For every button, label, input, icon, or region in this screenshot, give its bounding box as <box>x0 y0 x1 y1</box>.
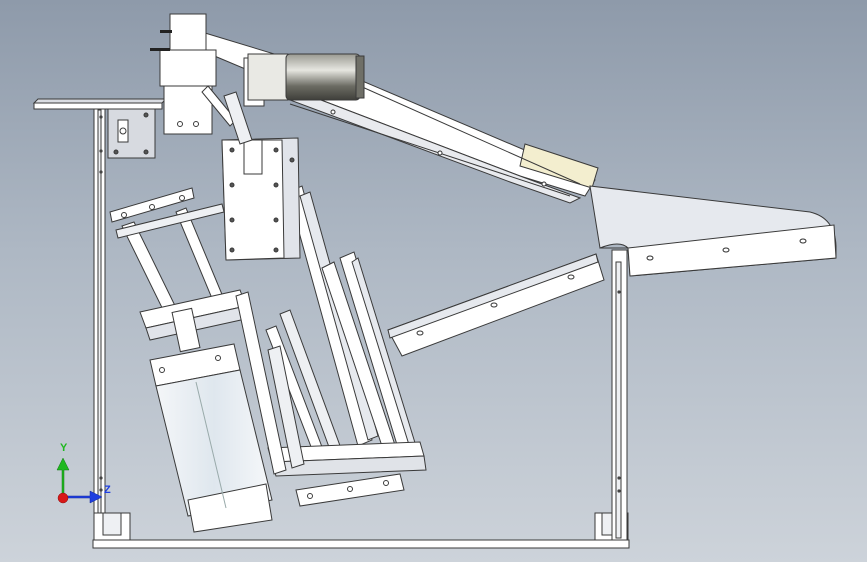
origin-dot <box>57 492 69 504</box>
y-axis-arrow <box>56 457 70 499</box>
z-axis-label: Z <box>104 484 111 496</box>
left-foot-slot <box>102 512 122 536</box>
axis-triad <box>56 457 103 504</box>
right-tray <box>589 185 837 277</box>
left-column-inner <box>97 109 102 541</box>
machine-frame <box>32 98 630 549</box>
y-axis-label: Y <box>60 442 68 454</box>
guide-rods <box>109 187 227 325</box>
upper-chute-holes <box>330 109 547 187</box>
right-tray-holes <box>646 238 807 261</box>
top-plate <box>33 102 163 110</box>
cylinder-frame <box>235 291 305 475</box>
drive-motor <box>247 53 365 101</box>
lower-clamp-bar <box>295 473 405 507</box>
base-rail <box>92 539 630 549</box>
right-column-inner <box>615 261 622 539</box>
plate-cascade <box>265 185 427 477</box>
mount-plate <box>221 137 301 261</box>
top-pins <box>150 30 172 51</box>
top-bracket <box>107 108 156 159</box>
column-bolts <box>99 115 621 493</box>
middle-diagonal-bar <box>387 253 605 357</box>
top-plate-face <box>32 98 168 104</box>
pneumatic-cylinder <box>139 289 273 533</box>
